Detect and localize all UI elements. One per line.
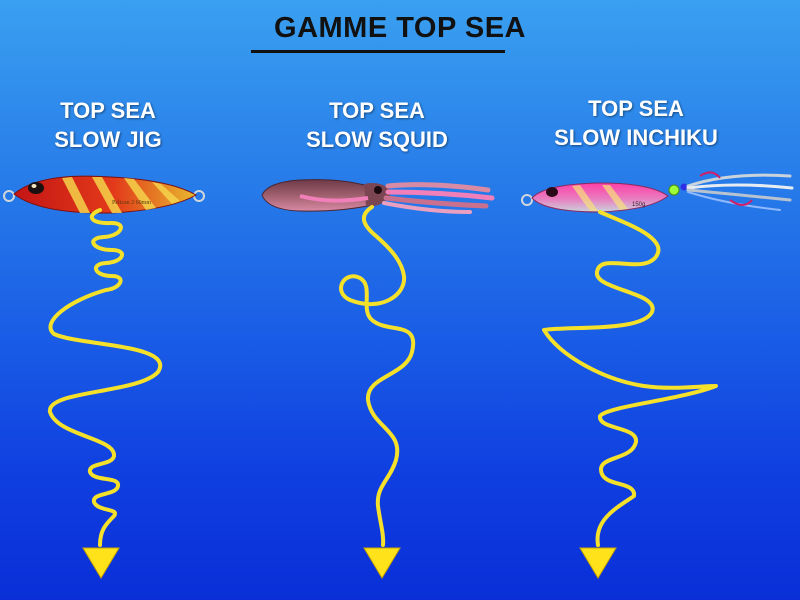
inchiku-body xyxy=(531,182,669,213)
title-underline xyxy=(251,50,505,53)
jig-eye-highlight xyxy=(31,184,37,188)
inchiku-skirt xyxy=(686,188,792,202)
squid-head xyxy=(364,183,392,207)
label-slow-jig-line2: SLOW JIG xyxy=(54,127,162,152)
squid-tentacle xyxy=(385,182,491,193)
label-slow-inchiku: TOP SEA SLOW INCHIKU xyxy=(516,94,756,152)
squid-mantle xyxy=(261,179,373,212)
inchiku-bead xyxy=(680,183,688,191)
label-slow-inchiku-line2: SLOW INCHIKU xyxy=(554,125,718,150)
label-slow-inchiku-line1: TOP SEA xyxy=(588,96,684,121)
slow-squid-arrow xyxy=(363,547,401,579)
slow-inchiku-arrow xyxy=(579,547,617,579)
inchiku-split-ring xyxy=(521,194,533,206)
squid-eye xyxy=(374,186,382,194)
jig-eye xyxy=(28,182,44,194)
squid-tentacle xyxy=(383,195,489,209)
inchiku-skirt xyxy=(686,183,794,190)
jig-stripe xyxy=(124,178,156,210)
label-slow-squid-line2: SLOW SQUID xyxy=(306,127,448,152)
inchiku-marking: 150g xyxy=(632,202,645,208)
slow-squid-path xyxy=(339,205,416,547)
inchiku-eye xyxy=(546,187,558,197)
jig-stripe xyxy=(62,177,90,213)
inchiku-skirt xyxy=(686,173,792,188)
jig-stripe xyxy=(92,177,122,213)
label-slow-jig-line1: TOP SEA xyxy=(60,98,156,123)
page-title: GAMME TOP SEA xyxy=(274,12,526,44)
inchiku-bead xyxy=(668,184,680,196)
label-slow-squid-line1: TOP SEA xyxy=(329,98,425,123)
label-slow-jig: TOP SEA SLOW JIG xyxy=(0,96,228,154)
jig-split-ring-front xyxy=(3,190,15,202)
inchiku-skirt xyxy=(687,191,781,211)
jig-split-ring-back xyxy=(193,190,205,202)
slow-jig-lure: Pelican 2 60mm xyxy=(3,175,205,214)
squid-tentacle xyxy=(382,201,472,214)
slow-inchiku-path xyxy=(542,210,718,547)
inchiku-assist-hook xyxy=(729,199,753,206)
slow-squid-lure xyxy=(261,179,495,214)
inchiku-stripe xyxy=(602,185,628,210)
slow-jig-arrow xyxy=(82,547,120,579)
jig-stripe xyxy=(152,182,180,204)
inchiku-stripe xyxy=(572,185,598,211)
squid-tentacle xyxy=(385,189,495,201)
slow-jig-path xyxy=(48,208,163,547)
inchiku-assist-hook xyxy=(699,171,721,179)
jig-marking: Pelican 2 60mm xyxy=(112,200,151,206)
slow-inchiku-lure: 150g xyxy=(521,171,794,213)
squid-stripe xyxy=(299,194,369,203)
label-slow-squid: TOP SEA SLOW SQUID xyxy=(257,96,497,154)
